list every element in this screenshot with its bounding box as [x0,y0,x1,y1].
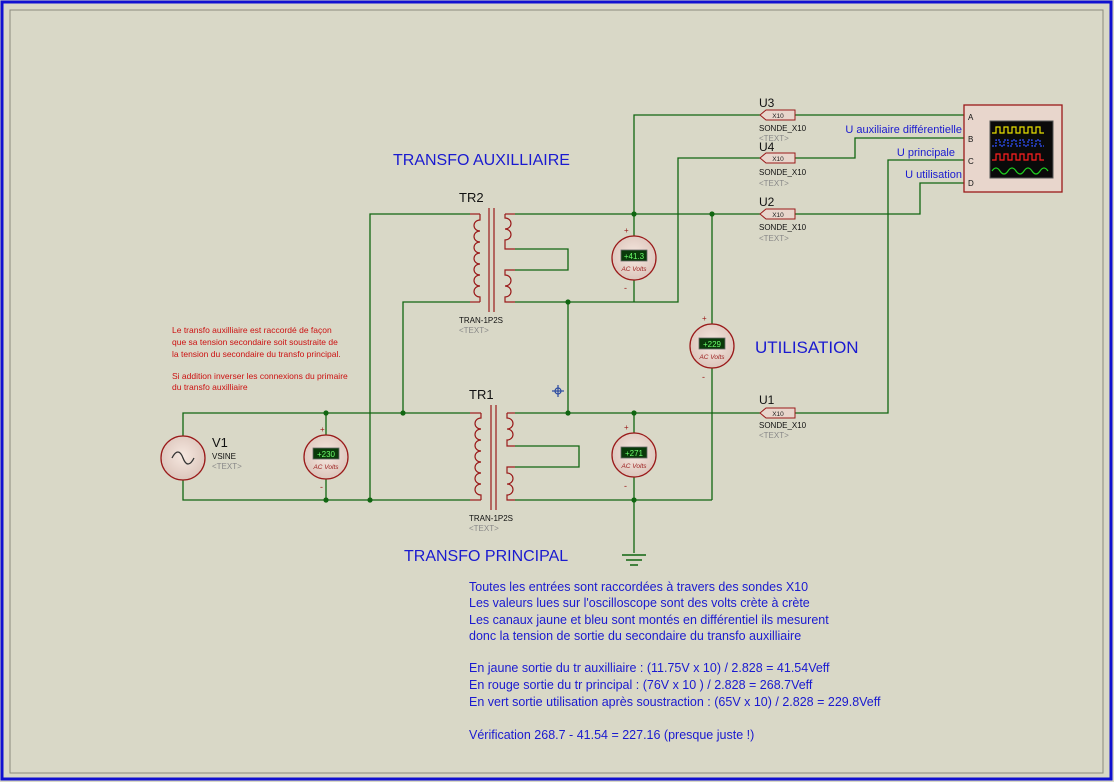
red-note-line: Si addition inverser les connexions du p… [172,371,348,381]
red-note: Le transfo auxilliaire est raccordé de f… [172,325,348,392]
inner-frame [9,9,1104,774]
probe-u3[interactable]: X10 U3 SONDE_X10 <TEXT> [759,96,807,143]
sine-source-v1[interactable]: V1 VSINE <TEXT> [160,435,242,481]
probe-u3-text: <TEXT> [759,134,789,143]
voltmeter-utilisation-value: +229 [703,340,722,349]
probe-u1-model: SONDE_X10 [759,421,807,430]
v1-text-placeholder: <TEXT> [212,462,242,471]
red-note-line: que sa tension secondaire soit soustrait… [172,337,338,347]
transformer-tr2[interactable]: TR2 TRAN-1P2S <TEXT> [459,190,515,335]
tr2-ref: TR2 [459,190,484,205]
probe-u2-tag: X10 [772,212,784,219]
probe-u4[interactable]: X10 U4 SONDE_X10 <TEXT> [759,140,807,188]
note-line: Les valeurs lues sur l'oscilloscope sont… [469,596,810,610]
voltmeter-input-minus: - [320,482,323,492]
note-line: En jaune sortie du tr auxilliaire : (11.… [469,661,830,675]
probe-u1[interactable]: X10 U1 SONDE_X10 <TEXT> [759,393,807,440]
transformer-tr1[interactable]: TR1 TRAN-1P2S <TEXT> [469,387,515,533]
tr1-text-placeholder: <TEXT> [469,524,499,533]
voltmeter-utilisation[interactable]: +229 AC Volts + - [689,314,735,382]
v1-ref: V1 [212,435,228,450]
voltmeter-aux-minus: - [624,283,627,293]
voltmeter-aux-plus: + [624,226,629,235]
voltmeter-main-value: +271 [625,449,644,458]
probe-u1-ref: U1 [759,393,775,407]
oscilloscope-traces [991,126,1049,175]
explanation-notes: Toutes les entrées sont raccordées à tra… [469,580,881,742]
voltmeter-aux-value: +41.3 [624,252,645,261]
probe-u1-tag: X10 [772,411,784,418]
scope-channel-d: D [968,179,974,188]
title-transfo-auxiliaire: TRANSFO AUXILLIAIRE [393,152,570,169]
voltmeter-main-minus: - [624,481,627,491]
probe-u3-model: SONDE_X10 [759,124,807,133]
ground-symbol [622,554,646,566]
scope-label-d: U utilisation [905,169,962,181]
note-line: Les canaux jaune et bleu sont montés en … [469,613,829,627]
voltmeter-utilisation-plus: + [702,314,707,323]
scope-channel-c: C [968,157,974,166]
voltmeter-input-plus: + [320,425,325,434]
voltmeter-input[interactable]: +230 AC Volts + - [303,425,349,492]
probe-u2-text: <TEXT> [759,234,789,243]
voltmeter-input-unit: AC Volts [312,464,339,471]
tr2-model: TRAN-1P2S [459,316,503,325]
probe-u4-model: SONDE_X10 [759,168,807,177]
red-note-line: la tension du secondaire du transfo prin… [172,349,341,359]
probe-u4-ref: U4 [759,140,775,154]
sine-wave-icon [171,451,195,465]
title-utilisation: UTILISATION [755,338,859,357]
voltmeter-utilisation-unit: AC Volts [698,354,725,361]
voltmeter-main-unit: AC Volts [620,463,647,470]
wires [182,114,964,553]
voltmeter-main[interactable]: +271 AC Volts + - [611,423,657,491]
note-line: En rouge sortie du tr principal : (76V x… [469,678,813,692]
oscilloscope[interactable]: A B C D [963,104,1063,193]
voltmeter-aux[interactable]: +41.3 AC Volts + - [611,226,657,293]
title-transfo-principal: TRANSFO PRINCIPAL [404,548,568,565]
probe-u4-text: <TEXT> [759,179,789,188]
probe-u1-text: <TEXT> [759,431,789,440]
probe-u3-tag: X10 [772,113,784,120]
note-line: En vert sortie utilisation après soustra… [469,695,881,709]
red-note-line: Le transfo auxilliaire est raccordé de f… [172,325,332,335]
v1-model: VSINE [212,452,236,461]
cursor-crosshair-icon [552,385,564,397]
probe-u2-model: SONDE_X10 [759,223,807,232]
tr2-text-placeholder: <TEXT> [459,326,489,335]
junctions [323,211,715,503]
probe-u2[interactable]: X10 U2 SONDE_X10 <TEXT> [759,195,807,243]
scope-label-b: U auxiliaire différentielle [845,124,962,136]
tr1-ref: TR1 [469,387,494,402]
voltmeter-main-plus: + [624,423,629,432]
note-line: Toutes les entrées sont raccordées à tra… [469,580,808,594]
scope-channel-a: A [968,113,974,122]
tr1-model: TRAN-1P2S [469,514,513,523]
voltmeter-utilisation-minus: - [702,372,705,382]
red-note-line: du transfo auxilliaire [172,382,248,392]
scope-channel-b: B [968,135,973,144]
probe-u3-ref: U3 [759,96,775,110]
probe-u4-tag: X10 [772,156,784,163]
probe-u2-ref: U2 [759,195,775,209]
note-line: Vérification 268.7 - 41.54 = 227.16 (pre… [469,728,754,742]
scope-label-c: U principale [897,147,955,159]
voltmeter-input-value: +230 [317,450,336,459]
voltmeter-aux-unit: AC Volts [620,266,647,273]
note-line: donc la tension de sortie du secondaire … [469,629,801,643]
